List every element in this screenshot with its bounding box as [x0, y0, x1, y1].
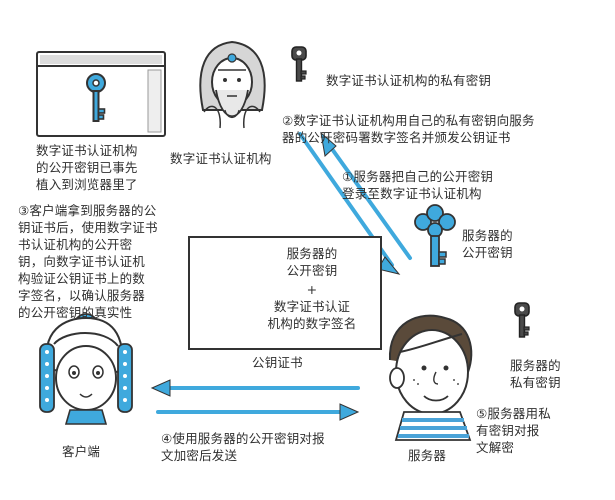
step1-text: ①服务器把自己的公开密钥 登录至数字证书认证机构 [342, 168, 493, 202]
cert-plus: + [262, 281, 362, 298]
server-to-client-arrow [152, 380, 358, 396]
step3-text: ③客户端拿到服务器的公 钥证书后，使用数字证书 书认证机构的公开密 钥，向数字证… [18, 202, 158, 321]
client-to-server-arrow [158, 404, 358, 420]
server-public-key-icon [415, 205, 455, 266]
step2-text: ②数字证书认证机构用自己的私有密钥向服务 器的公开密码署数字签名并颁发公钥证书 [282, 112, 535, 146]
ca-private-key-icon [292, 47, 306, 81]
client-label: 客户端 [62, 443, 100, 460]
client-girl-figure [40, 314, 132, 424]
step4-text: ④使用服务器的公开密钥对报 文加密后发送 [161, 430, 325, 464]
ca-figure [200, 42, 264, 128]
ca-private-key-label: 数字证书认证机构的私有密钥 [326, 72, 491, 89]
server-private-key-icon [515, 303, 529, 337]
ca-name-label: 数字证书认证机构 [170, 150, 272, 167]
server-label: 服务器 [408, 447, 446, 464]
step5-text: ⑤服务器用私 有密钥对报 文解密 [476, 405, 551, 456]
server-private-key-label: 服务器的 私有密钥 [510, 357, 561, 391]
browser-key-note: 数字证书认证机构 的公开密钥已事先 植入到浏览器里了 [36, 142, 138, 193]
server-public-key-label: 服务器的 公开密钥 [462, 227, 513, 261]
browser-window-icon [37, 52, 165, 136]
cert-content-bottom: 数字证书认证 机构的数字签名 [250, 298, 374, 332]
cert-content-top: 服务器的 公开密钥 [262, 245, 362, 279]
server-boy-figure [390, 316, 471, 440]
cert-title: 公钥证书 [252, 354, 303, 371]
